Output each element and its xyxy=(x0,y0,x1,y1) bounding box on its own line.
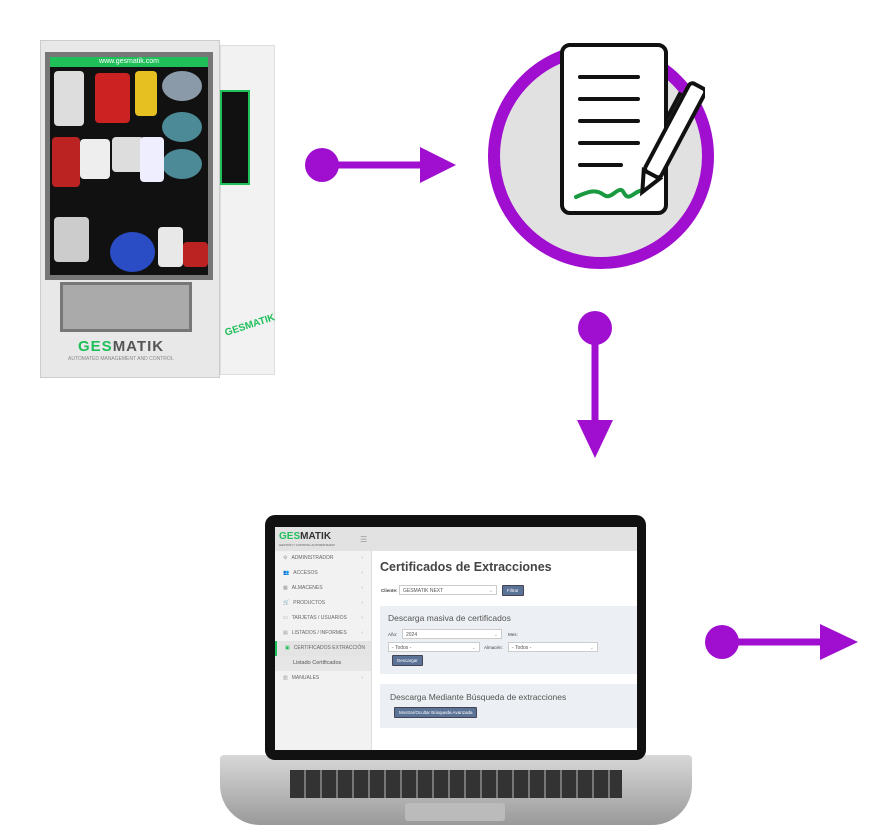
menu-toggle-icon[interactable]: ☰ xyxy=(360,535,368,544)
bulk-heading: Descarga masiva de certificados xyxy=(388,613,511,623)
app-header xyxy=(275,527,637,551)
app-logo[interactable]: GESMATIK xyxy=(279,531,332,542)
sidebar-item-label: ACCESOS xyxy=(293,570,318,576)
sidebar-item-label: ALMACENES xyxy=(291,585,323,591)
toggle-advanced-search-button[interactable]: Mostrar/Ocultar Búsqueda Avanzada xyxy=(394,707,478,718)
sidebar-item-label: LISTADOS / INFORMES xyxy=(291,630,347,636)
month-select[interactable]: - Todos - xyxy=(388,642,480,652)
year-select[interactable]: 2024 xyxy=(402,629,502,639)
search-heading: Descarga Mediante Búsqueda de extraccion… xyxy=(390,692,567,702)
vending-url: www.gesmatik.com xyxy=(50,57,208,67)
chevron-left-icon: ‹ xyxy=(361,585,363,591)
laptop-trackpad xyxy=(405,803,505,821)
vending-tagline: AUTOMATED MANAGEMENT AND CONTROL xyxy=(68,356,174,362)
sidebar-item-tarjetas[interactable]: ▭TARJETAS / USUARIOS ‹ xyxy=(275,611,371,626)
main-content: Certificados de Extracciones Cliente: GE… xyxy=(372,551,637,750)
users-icon: 👥 xyxy=(283,570,290,576)
vending-touchscreen xyxy=(220,90,250,185)
vending-window: www.gesmatik.com xyxy=(45,52,213,280)
sidebar-item-accesos[interactable]: 👥ACCESOS ‹ xyxy=(275,566,371,581)
chevron-left-icon: ‹ xyxy=(361,615,363,621)
chevron-left-icon: ‹ xyxy=(361,675,363,681)
filter-button[interactable]: Filtrar xyxy=(502,585,524,596)
search-download-panel: Descarga Mediante Búsqueda de extraccion… xyxy=(380,684,637,728)
app-logo-subtitle: GESTIÓN Y CONTROL AUTOMATIZADO xyxy=(279,543,335,547)
sidebar-item-certificados[interactable]: ▣CERTIFICADOS EXTRACCIÓN‹ xyxy=(275,641,371,656)
sidebar-item-productos[interactable]: 🛒PRODUCTOS ‹ xyxy=(275,596,371,611)
chevron-left-icon: ‹ xyxy=(361,555,363,561)
year-label: Año: xyxy=(388,632,398,637)
sidebar-item-label: MANUALES xyxy=(291,675,320,681)
gear-icon: ⚙ xyxy=(283,555,288,561)
page-title: Certificados de Extracciones xyxy=(380,560,552,574)
warehouse-label: Almacén: xyxy=(484,645,503,650)
sidebar-item-almacenes[interactable]: ▦ALMACENES ‹ xyxy=(275,581,371,596)
sidebar-item-label: PRODUCTOS xyxy=(293,600,326,606)
document-signature-icon xyxy=(488,43,714,269)
arrow-right-icon xyxy=(305,147,456,183)
sidebar-item-manuales[interactable]: ▥MANUALES ‹ xyxy=(275,671,371,686)
pen-icon xyxy=(640,81,705,197)
vending-logo: GESMATIK xyxy=(78,338,165,355)
sidebar-item-label: ADMINISTRADOR xyxy=(291,555,334,561)
chevron-left-icon: ‹ xyxy=(361,570,363,576)
laptop-screen: GESMATIK GESTIÓN Y CONTROL AUTOMATIZADO … xyxy=(275,527,637,750)
arrow-right-icon xyxy=(705,624,858,660)
file-icon: ▤ xyxy=(283,630,288,636)
vending-machine-image: www.gesmatik.com GESMATIK AUTOMATED MANA… xyxy=(40,40,280,378)
cart-icon: 🛒 xyxy=(283,600,290,606)
chevron-left-icon: ‹ xyxy=(361,630,363,636)
download-button[interactable]: Descargar xyxy=(392,655,423,666)
certificate-icon: ▣ xyxy=(285,645,290,651)
vending-pickup-slot xyxy=(60,282,192,332)
arrow-down-icon xyxy=(577,311,613,458)
sidebar-item-administrador[interactable]: ⚙ADMINISTRADOR ‹ xyxy=(275,551,371,566)
laptop: GESMATIK GESTIÓN Y CONTROL AUTOMATIZADO … xyxy=(220,515,692,827)
client-label: Cliente: xyxy=(381,588,398,593)
sidebar: ⚙ADMINISTRADOR ‹ 👥ACCESOS ‹ ▦ALMACENES ‹ 🛒P… xyxy=(275,551,372,750)
sidebar-item-label: CERTIFICADOS EXTRACCIÓN xyxy=(293,645,366,651)
warehouse-icon: ▦ xyxy=(283,585,288,591)
book-icon: ▥ xyxy=(283,675,288,681)
client-select[interactable]: GESMATIK NEXT xyxy=(399,585,497,595)
chevron-left-icon: ‹ xyxy=(361,600,363,606)
month-label: Mes: xyxy=(508,632,518,637)
sidebar-item-listados[interactable]: ▤LISTADOS / INFORMES ‹ xyxy=(275,626,371,641)
signature-icon xyxy=(574,187,644,199)
card-icon: ▭ xyxy=(283,615,288,621)
laptop-keyboard xyxy=(290,770,622,798)
bulk-download-panel: Descarga masiva de certificados Año: 202… xyxy=(380,606,637,674)
sidebar-subitem-listado-certificados[interactable]: Listado Certificados xyxy=(275,656,371,671)
warehouse-select[interactable]: - Todos - xyxy=(508,642,598,652)
sidebar-item-label: TARJETAS / USUARIOS xyxy=(291,615,347,621)
chevron-left-icon: ‹ xyxy=(361,645,363,651)
